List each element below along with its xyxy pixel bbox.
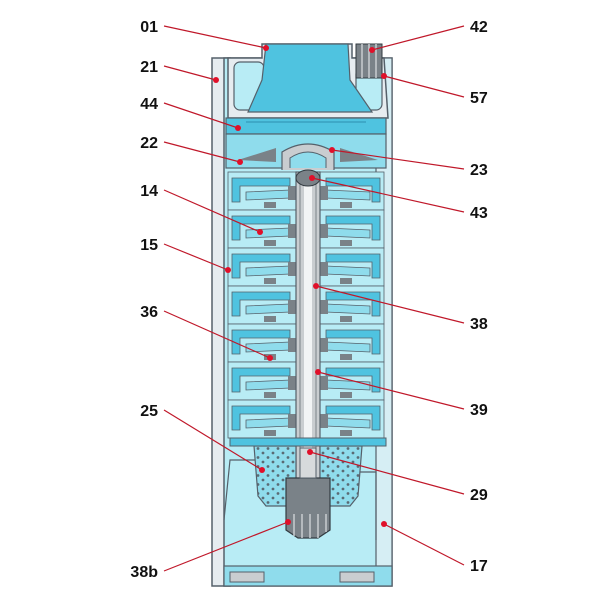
callout-label: 15 bbox=[140, 237, 158, 254]
callout-25: 25 bbox=[140, 403, 265, 473]
callout-leader bbox=[309, 451, 465, 495]
callout-14: 14 bbox=[140, 183, 263, 235]
callout-57: 57 bbox=[381, 73, 488, 107]
callout-dot bbox=[307, 449, 313, 455]
callout-label: 25 bbox=[140, 403, 158, 420]
callout-label: 17 bbox=[470, 558, 488, 575]
callout-label: 43 bbox=[470, 205, 488, 222]
check-valve bbox=[225, 133, 387, 170]
callout-label: 21 bbox=[140, 59, 158, 76]
callout-dot bbox=[381, 73, 387, 79]
callout-leader bbox=[315, 285, 465, 324]
callout-leader bbox=[317, 371, 465, 410]
callout-leader bbox=[163, 102, 239, 129]
callout-17: 17 bbox=[381, 521, 488, 575]
callout-leader bbox=[163, 25, 267, 49]
callout-dot bbox=[315, 369, 321, 375]
callout-39: 39 bbox=[315, 369, 488, 419]
callout-leader bbox=[163, 65, 217, 81]
callout-dot bbox=[309, 175, 315, 181]
callout-dot bbox=[267, 355, 273, 361]
callout-dot bbox=[329, 147, 335, 153]
callout-23: 23 bbox=[329, 147, 488, 179]
callout-label: 29 bbox=[470, 487, 488, 504]
upper-band bbox=[225, 117, 387, 135]
callout-dot bbox=[235, 125, 241, 131]
callout-44: 44 bbox=[140, 96, 241, 131]
callout-leader bbox=[163, 243, 229, 271]
callout-label: 22 bbox=[140, 135, 158, 152]
callout-15: 15 bbox=[140, 237, 231, 273]
coupling bbox=[285, 447, 331, 539]
callout-dot bbox=[381, 521, 387, 527]
callout-label: 36 bbox=[140, 304, 158, 321]
callout-38: 38 bbox=[313, 283, 488, 333]
callout-dot bbox=[257, 229, 263, 235]
callout-29: 29 bbox=[307, 449, 488, 504]
callout-label: 42 bbox=[470, 19, 488, 36]
callout-38b: 38b bbox=[130, 519, 291, 581]
callout-label: 14 bbox=[140, 183, 158, 200]
callout-dot bbox=[225, 267, 231, 273]
callout-dot bbox=[259, 467, 265, 473]
callout-43: 43 bbox=[309, 175, 488, 222]
callout-label: 44 bbox=[140, 96, 158, 113]
callout-leader bbox=[331, 149, 465, 170]
callout-leader bbox=[163, 521, 289, 572]
callout-01: 01 bbox=[140, 19, 269, 51]
callout-leader bbox=[163, 409, 263, 471]
callout-dot bbox=[237, 159, 243, 165]
callout-21: 21 bbox=[140, 59, 219, 83]
callout-leader bbox=[311, 177, 465, 213]
callout-label: 01 bbox=[140, 19, 158, 36]
callout-leader bbox=[371, 25, 465, 51]
callout-36: 36 bbox=[140, 304, 273, 361]
callout-leader bbox=[163, 189, 261, 233]
callout-dot bbox=[263, 45, 269, 51]
callout-label: 38 bbox=[470, 316, 488, 333]
callout-label: 57 bbox=[470, 90, 488, 107]
callout-22: 22 bbox=[140, 135, 243, 165]
callout-42: 42 bbox=[369, 19, 488, 53]
callout-label: 39 bbox=[470, 402, 488, 419]
callout-leader bbox=[163, 141, 241, 163]
callout-leader bbox=[163, 310, 271, 359]
callout-dot bbox=[213, 77, 219, 83]
callout-labels: 01 21 44 22 14 15 36 25 38b 42 57 23 43 38 39 29 17 bbox=[130, 19, 487, 581]
callout-leader bbox=[383, 75, 465, 98]
callout-dot bbox=[285, 519, 291, 525]
callout-dot bbox=[313, 283, 319, 289]
callout-label: 38b bbox=[130, 564, 158, 581]
callout-label: 23 bbox=[470, 162, 488, 179]
callout-leader bbox=[383, 523, 465, 566]
callout-dot bbox=[369, 47, 375, 53]
pump-head bbox=[227, 43, 389, 119]
